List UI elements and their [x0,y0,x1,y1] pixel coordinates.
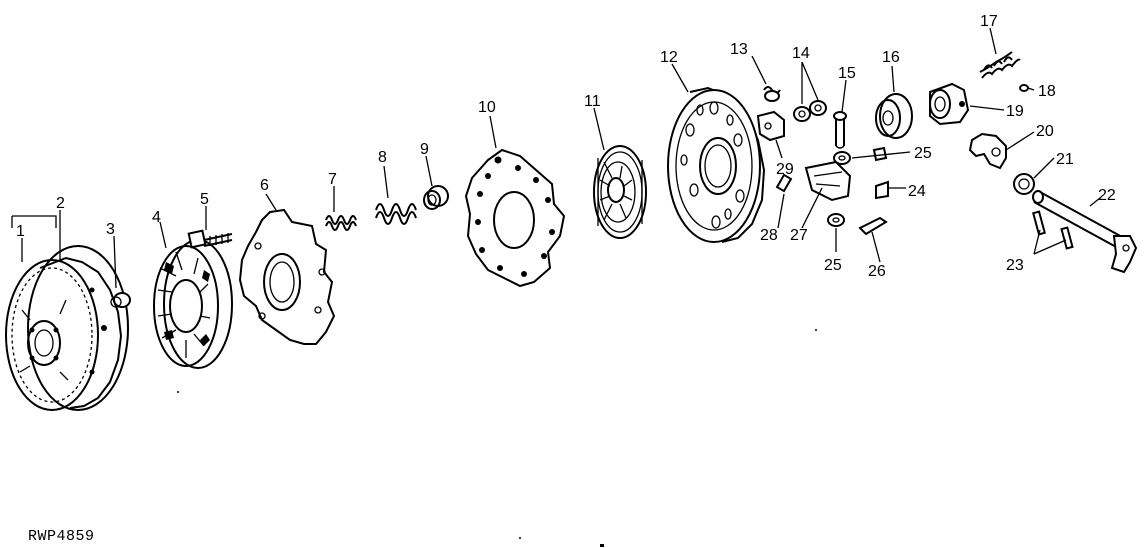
callout-25a: 25 [914,145,932,162]
part-clutch-disc-11 [593,145,647,239]
callout-20: 20 [1036,123,1054,140]
callout-labels: 1 2 3 4 5 6 7 8 9 10 11 12 13 14 15 16 1… [16,13,1116,280]
callout-16: 16 [882,49,900,66]
callout-13: 13 [730,41,748,58]
part-pin-26 [858,216,888,236]
callout-7: 7 [328,171,337,188]
part-spring-17 [979,51,1021,79]
print-specks [177,329,817,547]
callout-5: 5 [200,191,209,208]
part-flywheel [5,245,129,411]
part-washer-25-bottom [827,213,845,227]
callout-6: 6 [260,177,269,194]
callout-12: 12 [660,49,678,66]
callout-17: 17 [980,13,998,30]
callout-21: 21 [1056,151,1074,168]
callout-1: 1 [16,223,25,240]
part-pulley-12 [667,86,766,243]
part-bushing-9 [423,185,449,210]
figure-code: RWP4859 [28,528,95,545]
callout-26: 26 [868,263,886,280]
callout-3: 3 [106,221,115,238]
part-release-bearing-19 [929,82,970,126]
part-spring-8 [375,203,417,225]
callout-27: 27 [790,227,808,244]
part-pin-28 [775,173,793,193]
callout-25b: 25 [824,257,842,274]
part-pin-15 [833,111,847,149]
part-pins-23 [1032,210,1074,250]
callout-14: 14 [792,45,810,62]
callout-8: 8 [378,149,387,166]
part-washer-25-top [833,151,851,165]
callout-4: 4 [152,209,161,226]
callout-22: 22 [1098,187,1116,204]
part-spring-7 [325,215,357,231]
part-block-29 [756,110,785,142]
callout-10: 10 [478,99,496,116]
callout-28: 28 [760,227,778,244]
callout-9: 9 [420,141,429,158]
callout-15: 15 [838,65,856,82]
leader-lines [11,27,1101,289]
callout-24: 24 [908,183,926,200]
part-bushing-21 [1013,173,1035,195]
part-cover-10 [464,148,566,288]
part-shaft-22 [1032,190,1138,274]
callout-18: 18 [1038,83,1056,100]
part-bolt-5 [187,229,233,249]
part-bolt-3 [110,292,131,308]
callout-11: 11 [584,93,601,110]
part-nuts-14 [793,100,827,122]
part-fork-20 [968,132,1007,170]
callout-23: 23 [1006,257,1024,274]
callout-29: 29 [776,161,794,178]
part-pin-18 [1019,84,1029,92]
part-bearing-16 [875,93,913,139]
part-plate-6 [238,208,336,345]
part-lever-27 [804,160,852,202]
part-pressure-plate-4 [153,239,233,369]
callout-2: 2 [56,195,65,212]
part-bolt-13 [763,86,781,102]
part-clip-24 [872,146,889,200]
callout-19: 19 [1006,103,1024,120]
